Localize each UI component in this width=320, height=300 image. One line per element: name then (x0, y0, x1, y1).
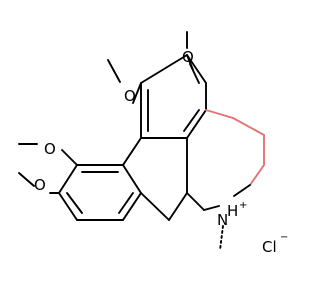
bond (122, 137, 142, 166)
highlighted-bond (232, 117, 265, 136)
atom-label-hydrogen: H (227, 202, 238, 220)
negative-charge-label: − (280, 232, 288, 243)
atom-label-oxygen: O (182, 48, 194, 66)
bond (186, 54, 194, 71)
atom-label-nitrogen: N (217, 211, 228, 229)
ring-c-bonds (140, 54, 207, 139)
atom-label-oxygen: O (44, 140, 56, 158)
bond (107, 59, 121, 83)
bond (122, 192, 142, 221)
bond (132, 82, 142, 104)
bond (58, 164, 78, 194)
bond (186, 192, 205, 211)
bond (186, 54, 207, 84)
structure-canvas: O O O O N H + Cl − (18, 31, 288, 256)
ring-b-bonds (122, 137, 188, 221)
methoxy-bonds (18, 31, 194, 194)
atom-label-oxygen: O (34, 176, 46, 194)
double-bond-inner (118, 192, 134, 214)
molecule-drawing: O O O O N H + Cl − (18, 31, 288, 256)
bond (233, 184, 251, 197)
double-bond-inner (66, 192, 83, 214)
chloride-label: Cl (262, 238, 277, 256)
bond (58, 192, 78, 221)
bond (186, 109, 207, 139)
highlighted-ring-bonds (205, 109, 265, 186)
bond (122, 164, 142, 194)
bond (61, 149, 78, 166)
ring-a-bonds (58, 164, 142, 221)
highlighted-bond (205, 109, 234, 119)
positive-charge-label: + (239, 200, 247, 211)
bond (140, 54, 188, 84)
bond (140, 192, 170, 221)
highlighted-bond (249, 164, 265, 186)
methyl-hashed-bond (219, 225, 224, 251)
bond (18, 172, 35, 187)
nitrogen-bonds (186, 184, 251, 251)
bond (168, 192, 188, 221)
double-bond-inner (183, 109, 200, 132)
bond (203, 205, 220, 211)
atom-label-oxygen: O (124, 87, 136, 105)
